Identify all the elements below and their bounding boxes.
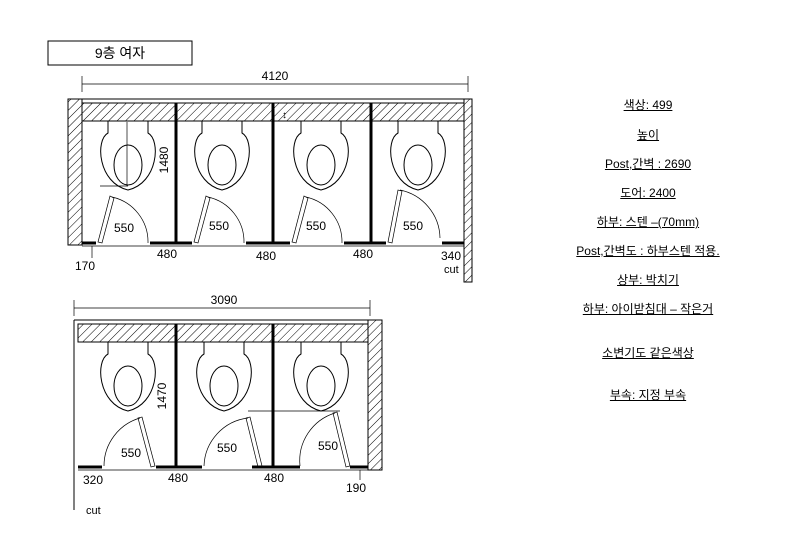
- upper-right-end-label: 340: [441, 249, 461, 263]
- upper-toilet-2: [194, 120, 250, 191]
- upper-divider-mark: ↕: [282, 110, 287, 121]
- upper-cut-label: cut: [444, 264, 459, 276]
- upper-plan: 4120 1480: [67, 69, 473, 283]
- upper-door-2: 550: [193, 195, 245, 244]
- note-post-wall-bottom: Post,간벽도 : 하부스텐 적용.: [576, 244, 720, 258]
- lower-front-segment-1: 480: [168, 471, 188, 485]
- upper-left-end-label: 170: [75, 259, 95, 273]
- upper-overall-dimension: 4120: [81, 69, 469, 92]
- upper-door-3-width: 550: [306, 219, 326, 233]
- upper-front-segment-1: 480: [157, 247, 177, 261]
- upper-toilet-3: [293, 120, 349, 191]
- lower-door-3: 550: [299, 411, 351, 468]
- upper-door-4-width: 550: [403, 219, 423, 233]
- upper-door-1-width: 550: [114, 221, 134, 235]
- upper-front-panels: [82, 241, 464, 258]
- lower-right-wall: [367, 319, 383, 471]
- upper-depth-label: 1480: [157, 146, 171, 173]
- note-accessories: 부속: 지정 부속: [609, 388, 687, 402]
- note-door: 도어: 2400: [620, 186, 676, 200]
- lower-cut-label: cut: [86, 505, 101, 517]
- lower-left-end-label: 320: [83, 473, 103, 487]
- note-post-wall: Post,간벽 : 2690: [604, 157, 692, 171]
- note-height: 높이: [636, 128, 660, 142]
- lower-back-rail: [77, 323, 369, 343]
- note-color: 색상: 499: [623, 98, 673, 112]
- note-top: 상부: 박치기: [617, 273, 679, 287]
- upper-toilet-1: [100, 120, 156, 191]
- title-box: 9층 여자: [47, 40, 193, 66]
- lower-plan: 3090 1470 550: [73, 293, 383, 517]
- upper-depth-dimension: 1480 ↕: [100, 110, 287, 187]
- lower-door-2-width: 550: [217, 441, 237, 455]
- upper-left-wall: [67, 98, 83, 246]
- lower-door-3-width: 550: [318, 439, 338, 453]
- lower-door-1-width: 550: [121, 446, 141, 460]
- lower-door-1: 550: [103, 416, 156, 468]
- note-bottom-support: 하부: 아이받침대 – 작은거: [582, 302, 714, 316]
- upper-front-segment-3: 480: [353, 247, 373, 261]
- upper-door-2-width: 550: [209, 219, 229, 233]
- lower-front-segment-2: 480: [264, 471, 284, 485]
- upper-overall-width-label: 4120: [262, 69, 289, 83]
- upper-front-segment-2: 480: [256, 249, 276, 263]
- lower-toilet-1: [100, 341, 156, 412]
- upper-door-4: 550: [387, 189, 441, 244]
- upper-right-wall: [463, 98, 473, 283]
- upper-door-3: 550: [291, 195, 343, 244]
- lower-front-panels: [78, 465, 368, 480]
- lower-toilet-2: [196, 341, 252, 412]
- upper-door-1: 550: [97, 195, 149, 244]
- lower-toilet-3: [293, 341, 349, 412]
- note-urinal-color: 소변기도 같은색상: [602, 346, 694, 360]
- upper-toilet-4: [390, 120, 446, 191]
- drawing-title: 9층 여자: [95, 45, 145, 61]
- lower-overall-width-label: 3090: [211, 293, 238, 307]
- lower-door-2: 550: [203, 416, 263, 468]
- lower-overall-dimension: 3090: [73, 293, 371, 316]
- note-bottom: 하부: 스텐 –(70mm): [596, 215, 700, 229]
- lower-depth-label: 1470: [155, 382, 169, 409]
- lower-right-end-label: 190: [346, 481, 366, 495]
